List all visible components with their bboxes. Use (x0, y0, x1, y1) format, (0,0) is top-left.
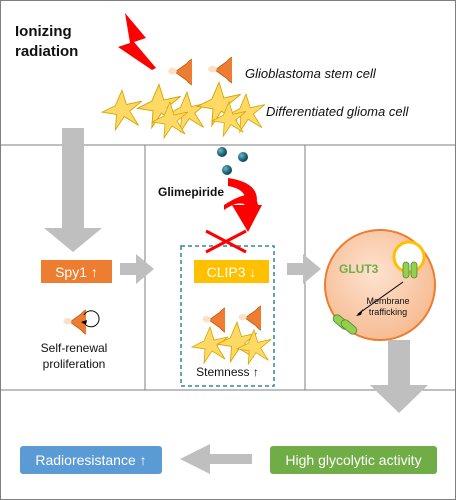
glimepiride-molecules-icon (217, 147, 248, 175)
stemness-cluster (191, 303, 272, 365)
diff-cell-label: Differentiated glioma cell (266, 104, 409, 119)
drug-label: Glimepiride (158, 185, 225, 199)
glycolysis-tag: High glycolytic activity (270, 446, 437, 474)
arrow-2-3 (287, 254, 321, 284)
glut3-label: GLUT3 (339, 262, 379, 276)
stem-cell-label: Glioblastoma stem cell (245, 66, 376, 81)
membrane-glut3-icon (332, 314, 358, 335)
inhibition-x-icon (205, 229, 247, 254)
down-arrow-left (44, 128, 102, 252)
down-arrow-right (370, 340, 428, 413)
lightning-icon (118, 13, 156, 70)
stem-cell-icon (167, 57, 192, 87)
stemness-dashed-box (180, 245, 275, 387)
clip3-tag: CLIP3 ↓ (194, 260, 269, 283)
radioresistance-tag: Radioresistance ↑ (20, 446, 162, 474)
trafficking-arrow (357, 281, 404, 315)
trafficking-label: Membrane trafficking (366, 296, 410, 317)
stemness-caption: Stemness ↑ (196, 365, 259, 379)
stimulus-label: Ionizing radiation (15, 23, 79, 60)
self-renewal-caption: Self-renewal proliferation (40, 341, 108, 371)
glut3-transporter-icon (402, 261, 418, 279)
arrow-left-bottom (180, 444, 252, 474)
arrow-1-2 (120, 254, 154, 284)
spy1-tag: Spy1 ↑ (41, 260, 112, 283)
differentiated-cells-cluster (101, 81, 266, 139)
self-renewal-arrow-icon (83, 310, 100, 328)
